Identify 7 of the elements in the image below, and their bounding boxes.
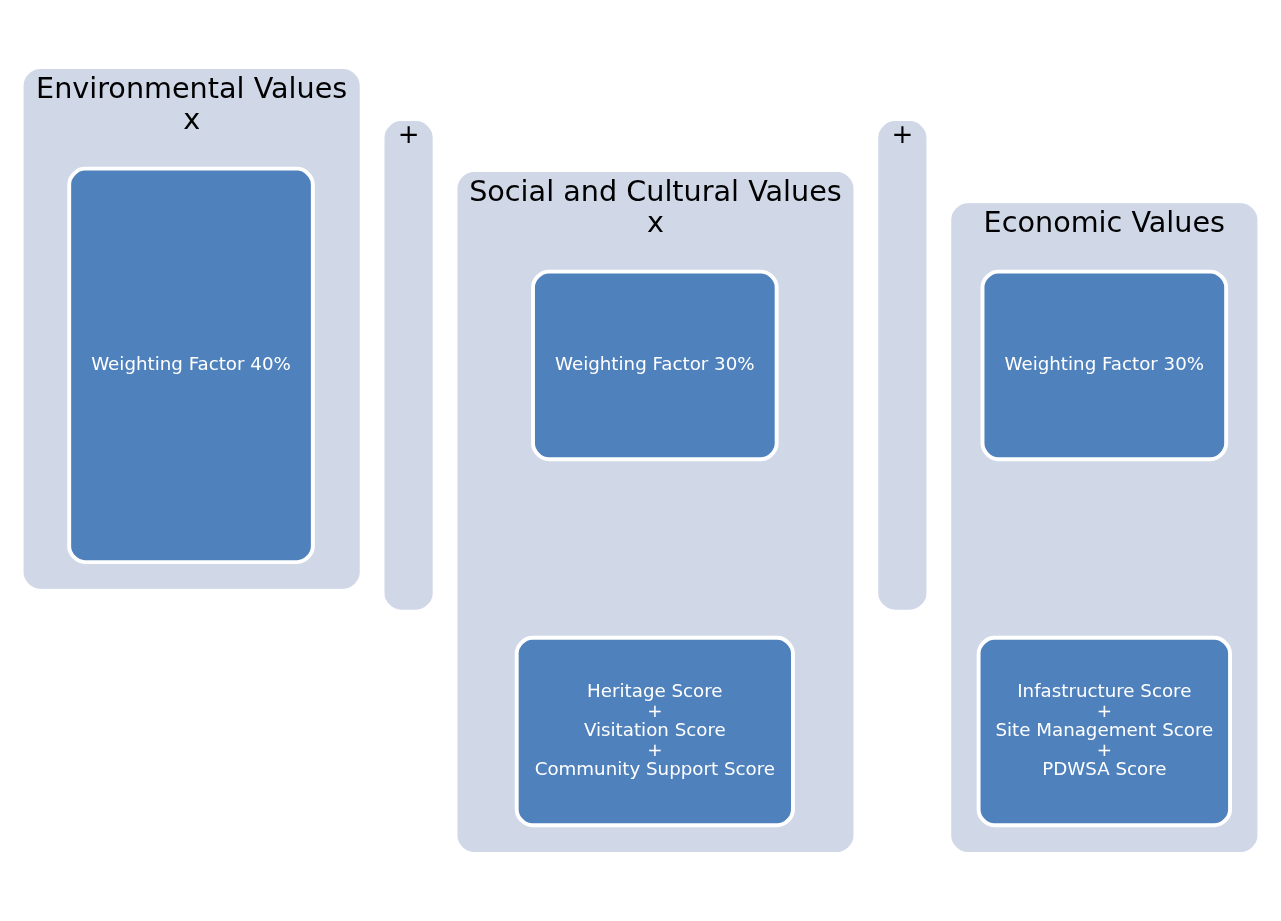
node-box: + [384, 121, 433, 610]
node-box: Weighting Factor 30% [531, 269, 779, 462]
node-box: Heritage Score + Visitation Score + Community Support Score [514, 635, 795, 828]
node-box: + [878, 121, 927, 610]
node-box: Infastructure Score + Site Management Score + PDWSA Score [976, 635, 1232, 828]
node-box: Weighting Factor 30% [980, 269, 1229, 462]
node-box: Weighting Factor 40% [67, 166, 315, 565]
